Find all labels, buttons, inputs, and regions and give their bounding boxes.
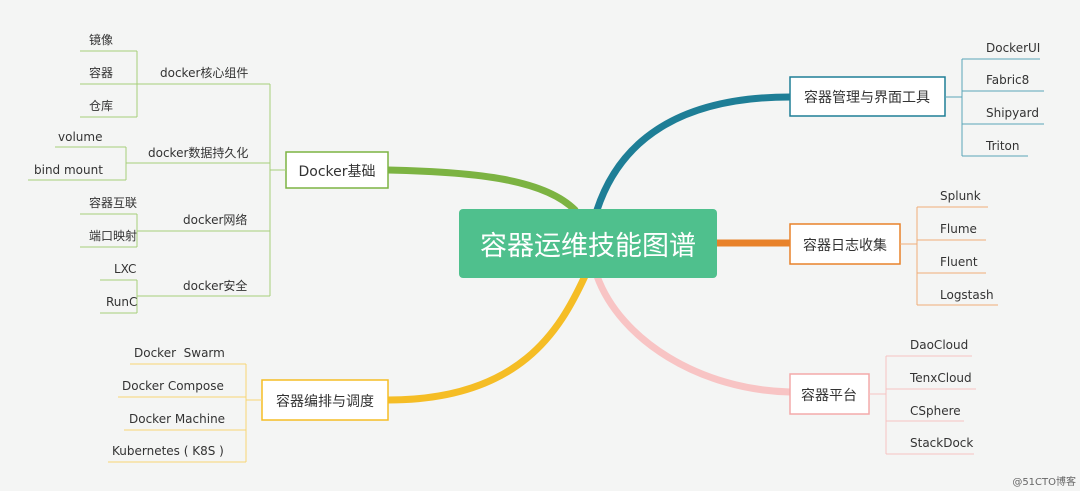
leaf-image[interactable]: 镜像 — [89, 32, 113, 47]
leaf-bind-mount[interactable]: bind mount — [34, 163, 103, 177]
leaf-tenxcloud[interactable]: TenxCloud — [909, 371, 972, 385]
group-docker-persistence-label[interactable]: docker数据持久化 — [148, 145, 248, 160]
leaf-fluent[interactable]: Fluent — [940, 255, 978, 269]
branch-curve-docker-basics — [384, 166, 579, 214]
branch-docker-basics[interactable]: Docker基础 — [285, 151, 389, 189]
group-docker-network-label[interactable]: docker网络 — [183, 212, 247, 227]
branch-management-label: 容器管理与界面工具 — [804, 89, 930, 106]
leaf-volume[interactable]: volume — [58, 130, 102, 144]
leaf-splunk[interactable]: Splunk — [940, 189, 981, 203]
leaf-shipyard[interactable]: Shipyard — [986, 106, 1039, 120]
leaf-csphere[interactable]: CSphere — [910, 404, 961, 418]
branch-curve-platform — [593, 272, 794, 396]
leaf-logstash[interactable]: Logstash — [940, 288, 994, 302]
leaf-port-mapping[interactable]: 端口映射 — [89, 228, 137, 243]
leaf-stackdock[interactable]: StackDock — [910, 436, 973, 450]
leaf-registry[interactable]: 仓库 — [89, 98, 113, 113]
leaf-container-link[interactable]: 容器互联 — [89, 195, 137, 210]
central-topic-label: 容器运维技能图谱 — [480, 231, 696, 262]
branch-orchestration[interactable]: 容器编排与调度 — [261, 379, 389, 421]
branch-logging-label: 容器日志收集 — [803, 237, 887, 254]
group-docker-core-label[interactable]: docker核心组件 — [160, 66, 248, 80]
leaf-lxc[interactable]: LXC — [114, 262, 136, 276]
branch-platform-label: 容器平台 — [801, 387, 857, 404]
leaf-triton[interactable]: Triton — [985, 139, 1020, 153]
leaf-fabric8[interactable]: Fabric8 — [986, 73, 1029, 87]
leaf-docker-compose[interactable]: Docker Compose — [122, 379, 224, 393]
leaf-docker-machine[interactable]: Docker Machine — [129, 412, 225, 426]
leaf-container[interactable]: 容器 — [89, 65, 113, 80]
leaf-runc[interactable]: RunC — [106, 295, 137, 309]
branch-logging[interactable]: 容器日志收集 — [789, 223, 901, 265]
leaf-dockerui[interactable]: DockerUI — [986, 41, 1040, 55]
branch-orchestration-label: 容器编排与调度 — [276, 393, 374, 410]
group-docker-security-label[interactable]: docker安全 — [183, 278, 247, 293]
branch-management[interactable]: 容器管理与界面工具 — [789, 76, 946, 117]
central-topic[interactable]: 容器运维技能图谱 — [459, 209, 717, 278]
leaf-daocloud[interactable]: DaoCloud — [910, 338, 968, 352]
branch-platform[interactable]: 容器平台 — [789, 373, 870, 415]
branch-curve-management — [593, 93, 794, 214]
watermark-text: @51CTO博客 — [1012, 475, 1076, 488]
branch-curve-orchestration — [384, 272, 589, 404]
leaf-flume[interactable]: Flume — [940, 222, 977, 236]
leaf-kubernetes[interactable]: Kubernetes ( K8S ) — [112, 444, 224, 458]
branch-docker-basics-label: Docker基础 — [298, 163, 375, 180]
leaf-docker-swarm[interactable]: Docker Swarm — [134, 346, 225, 360]
